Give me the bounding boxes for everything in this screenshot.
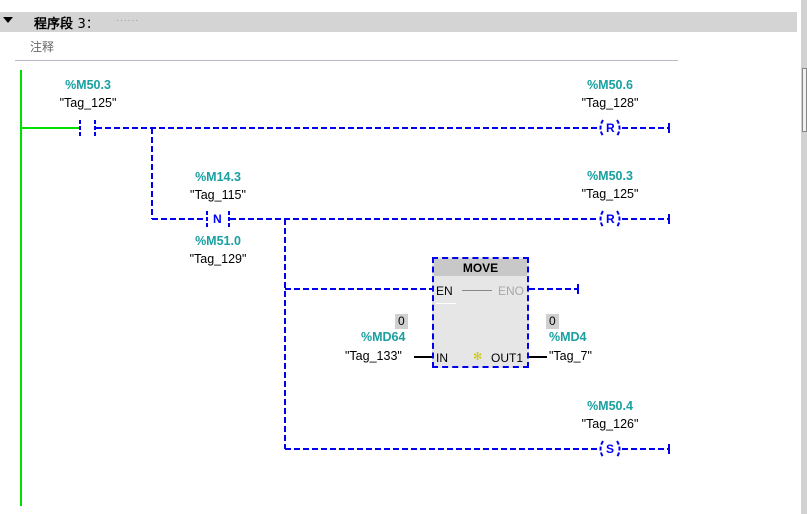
coil2-right-paren [616,210,621,228]
move-out-address[interactable]: %MD4 [549,330,587,344]
coil1-reset-symbol[interactable]: R [606,121,615,135]
coil1-tag[interactable]: "Tag_128" [581,96,639,110]
network-number: 3： [77,17,99,32]
move-title: MOVE [434,259,527,276]
coil3-address[interactable]: %M50.4 [587,399,633,413]
network-header[interactable] [0,12,797,32]
collapse-triangle-icon[interactable] [3,17,13,23]
comment-divider [15,60,678,61]
ntrig-symbol[interactable]: N [213,212,222,226]
vertical-scrollbar[interactable] [801,0,807,514]
coil1-address[interactable]: %M50.6 [587,78,633,92]
contact1-address[interactable]: %M50.3 [65,78,111,92]
coil3-right-paren [616,440,621,458]
coil2-address[interactable]: %M50.3 [587,169,633,183]
move-in-tag[interactable]: "Tag_133" [345,349,402,363]
contact1-tag[interactable]: "Tag_125" [59,96,117,110]
move-instruction-box[interactable]: MOVE EN ENO IN ✻ OUT1 [432,257,529,368]
network-title-label: 程序段 [34,17,74,32]
ntrig-mem-tag[interactable]: "Tag_129" [189,252,247,266]
move-in-pin: IN [436,351,448,365]
coil2-reset-symbol[interactable]: R [606,212,615,226]
move-out-tag[interactable]: "Tag_7" [549,349,592,363]
coil1-right-paren [616,119,621,137]
move-in-value: 0 [395,314,408,329]
coil3-left-paren [599,440,604,458]
pin-separator [436,303,456,304]
ntrig-mem-address[interactable]: %M51.0 [195,234,241,248]
add-output-star-icon[interactable]: ✻ [473,351,483,363]
coil3-set-symbol[interactable]: S [606,442,615,456]
move-en-pin: EN [436,284,453,298]
coil2-tag[interactable]: "Tag_125" [581,187,639,201]
move-eno-pin: ENO [498,284,525,298]
ntrig-address[interactable]: %M14.3 [195,170,241,184]
move-out-value: 0 [546,314,559,329]
network-comment[interactable]: 注释 [30,40,55,54]
coil1-left-paren [599,119,604,137]
network-title: 程序段 3： [34,13,99,32]
coil2-left-paren [599,210,604,228]
en-eno-connector [462,290,492,291]
move-out1-pin: OUT1 [491,351,524,365]
coil3-tag[interactable]: "Tag_126" [581,417,639,431]
network-title-input[interactable]: ...... [116,14,140,24]
move-in-address[interactable]: %MD64 [361,330,406,344]
ntrig-tag[interactable]: "Tag_115" [190,188,246,202]
